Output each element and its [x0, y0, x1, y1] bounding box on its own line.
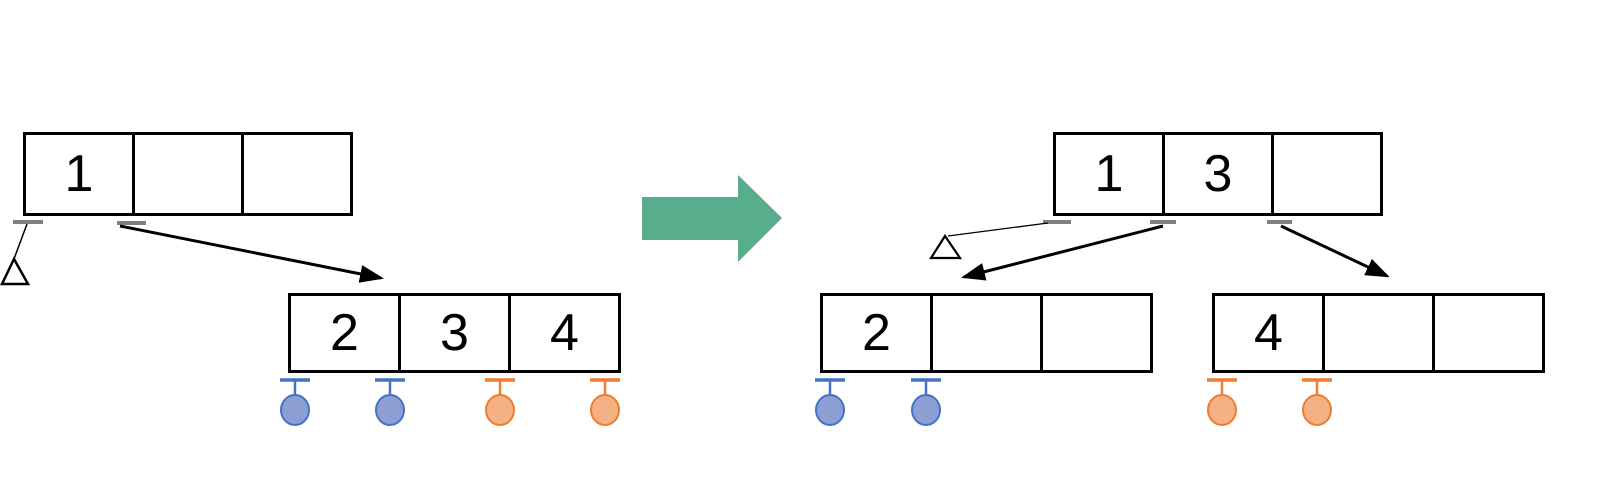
transition-arrow: [642, 175, 782, 262]
node-cell: [1325, 296, 1435, 370]
btree-child-before: 2 3 4: [288, 293, 621, 373]
record-pointer-pin-blue: [280, 378, 310, 426]
subtree-line-after: [947, 222, 1049, 237]
node-cell: 3: [1165, 135, 1274, 213]
node-cell: [244, 135, 350, 213]
node-cell: [1043, 296, 1150, 370]
node-cell: 2: [823, 296, 933, 370]
subtree-triangle-after: [928, 234, 963, 260]
btree-right-child-after: 4: [1212, 293, 1545, 373]
record-pointer-pin-orange: [590, 378, 620, 426]
node-cell: 4: [550, 304, 579, 362]
child-pointer-arrow-after-right: [1280, 224, 1390, 278]
record-pointer-pin-orange: [1207, 378, 1237, 426]
node-cell: [1274, 135, 1380, 213]
record-pointer-pin-orange: [485, 378, 515, 426]
subtree-triangle-before: [0, 256, 31, 286]
subtree-line-before: [13, 223, 28, 260]
node-cell: 1: [1056, 135, 1165, 213]
node-cell: [135, 135, 244, 213]
node-cell: 1: [26, 135, 135, 213]
node-cell: 3: [401, 296, 511, 370]
btree-root-after: 1 3: [1053, 132, 1383, 216]
record-pointer-pin-blue: [911, 378, 941, 426]
btree-left-child-after: 2: [820, 293, 1153, 373]
record-pointer-pin-blue: [375, 378, 405, 426]
btree-root-before: 1: [23, 132, 353, 216]
node-cell: 4: [1215, 296, 1325, 370]
node-cell: [933, 296, 1043, 370]
node-cell: [1435, 296, 1542, 370]
record-pointer-pin-blue: [815, 378, 845, 426]
record-pointer-pin-orange: [1302, 378, 1332, 426]
node-cell: 2: [291, 296, 401, 370]
child-pointer-arrow-before: [119, 224, 384, 283]
child-pointer-arrow-after-left: [961, 224, 1164, 281]
